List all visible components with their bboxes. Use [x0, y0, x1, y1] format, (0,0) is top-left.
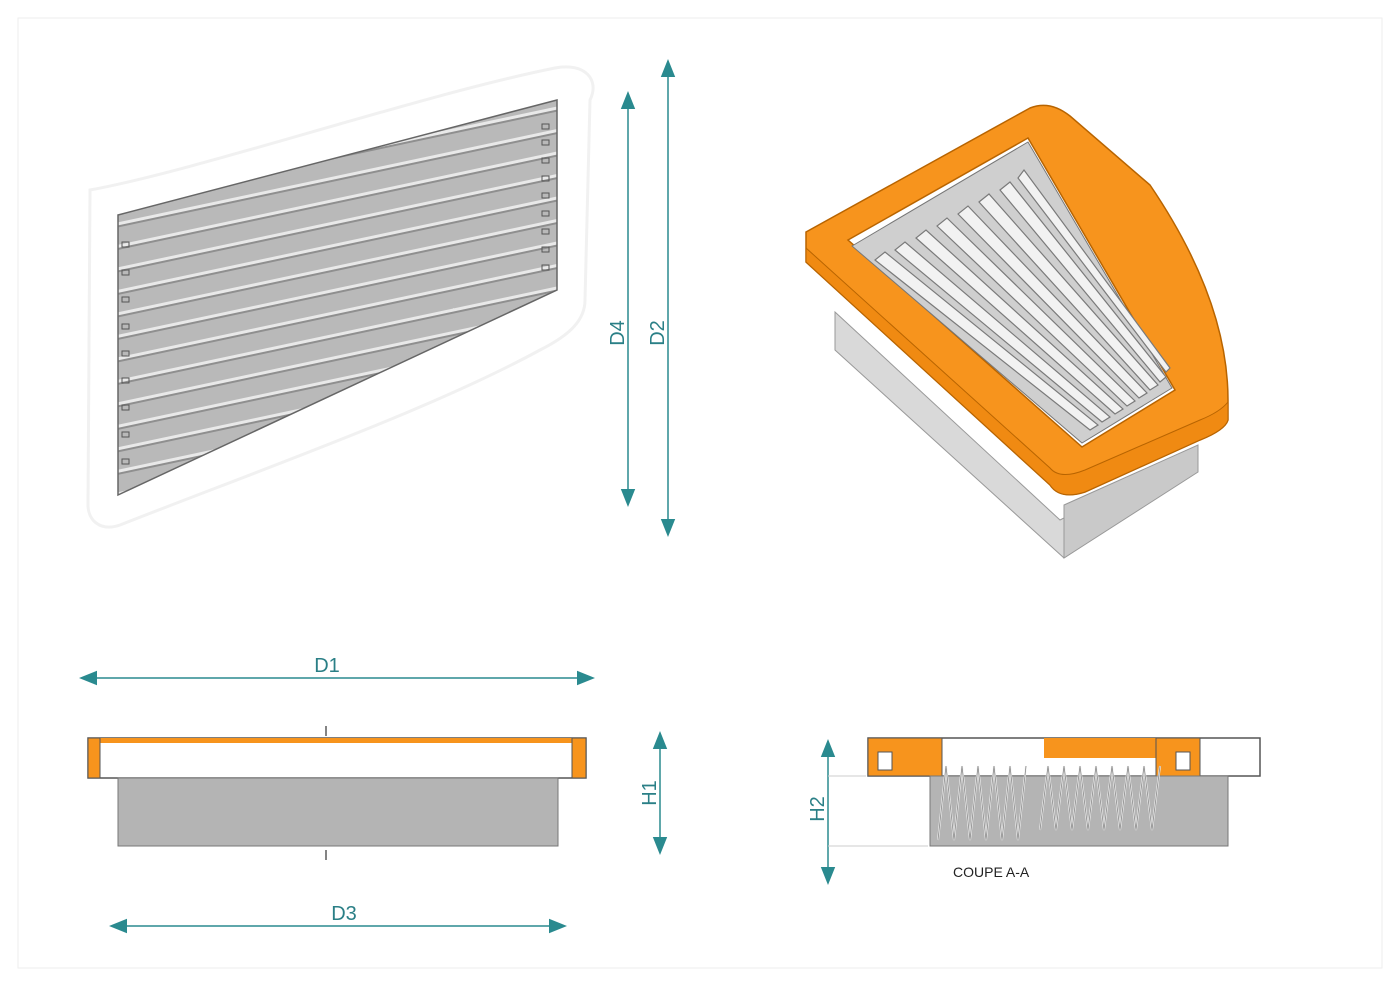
section-groove-right [1175, 751, 1191, 771]
front-view [87, 726, 587, 860]
top-view [86, 65, 595, 529]
section-pleat-outlines [937, 765, 1161, 841]
dimension-d1: D1 [79, 655, 595, 686]
dimension-h2: H2 [807, 739, 928, 885]
dimension-d2-label: D2 [647, 320, 669, 346]
iso-frame-rim-edge [805, 246, 1229, 496]
pleat-end-marks [121, 123, 550, 465]
dimension-h1-label: H1 [639, 780, 661, 806]
dimension-d4-label: D4 [607, 320, 629, 346]
front-view-media-block [117, 777, 559, 847]
dimension-d3: D3 [109, 903, 567, 934]
dimension-h1: H1 [639, 731, 668, 855]
top-view-filter-media [117, 99, 558, 497]
front-view-frame-left-lip [87, 737, 101, 779]
section-view: COUPE A-A [867, 737, 1261, 880]
front-view-frame-top-band [88, 738, 586, 743]
iso-pleats [874, 168, 1171, 431]
section-media-block [929, 775, 1229, 847]
dimension-h2-label: H2 [807, 796, 829, 822]
section-frame-center-band [1044, 738, 1156, 758]
iso-base-side [1063, 444, 1199, 559]
dimension-d1-label: D1 [314, 655, 340, 677]
front-view-frame-right-lip [571, 737, 587, 779]
front-view-frame-flange [87, 737, 587, 779]
dimension-d4: D4 [607, 91, 636, 507]
section-caption: COUPE A-A [953, 864, 1030, 880]
dimension-d3-label: D3 [331, 903, 357, 925]
isometric-view [805, 104, 1229, 559]
sheet-border [17, 17, 1383, 969]
top-view-outer-frame [86, 65, 595, 529]
dimension-d2: D2 [647, 59, 676, 537]
section-groove-left [877, 751, 893, 771]
